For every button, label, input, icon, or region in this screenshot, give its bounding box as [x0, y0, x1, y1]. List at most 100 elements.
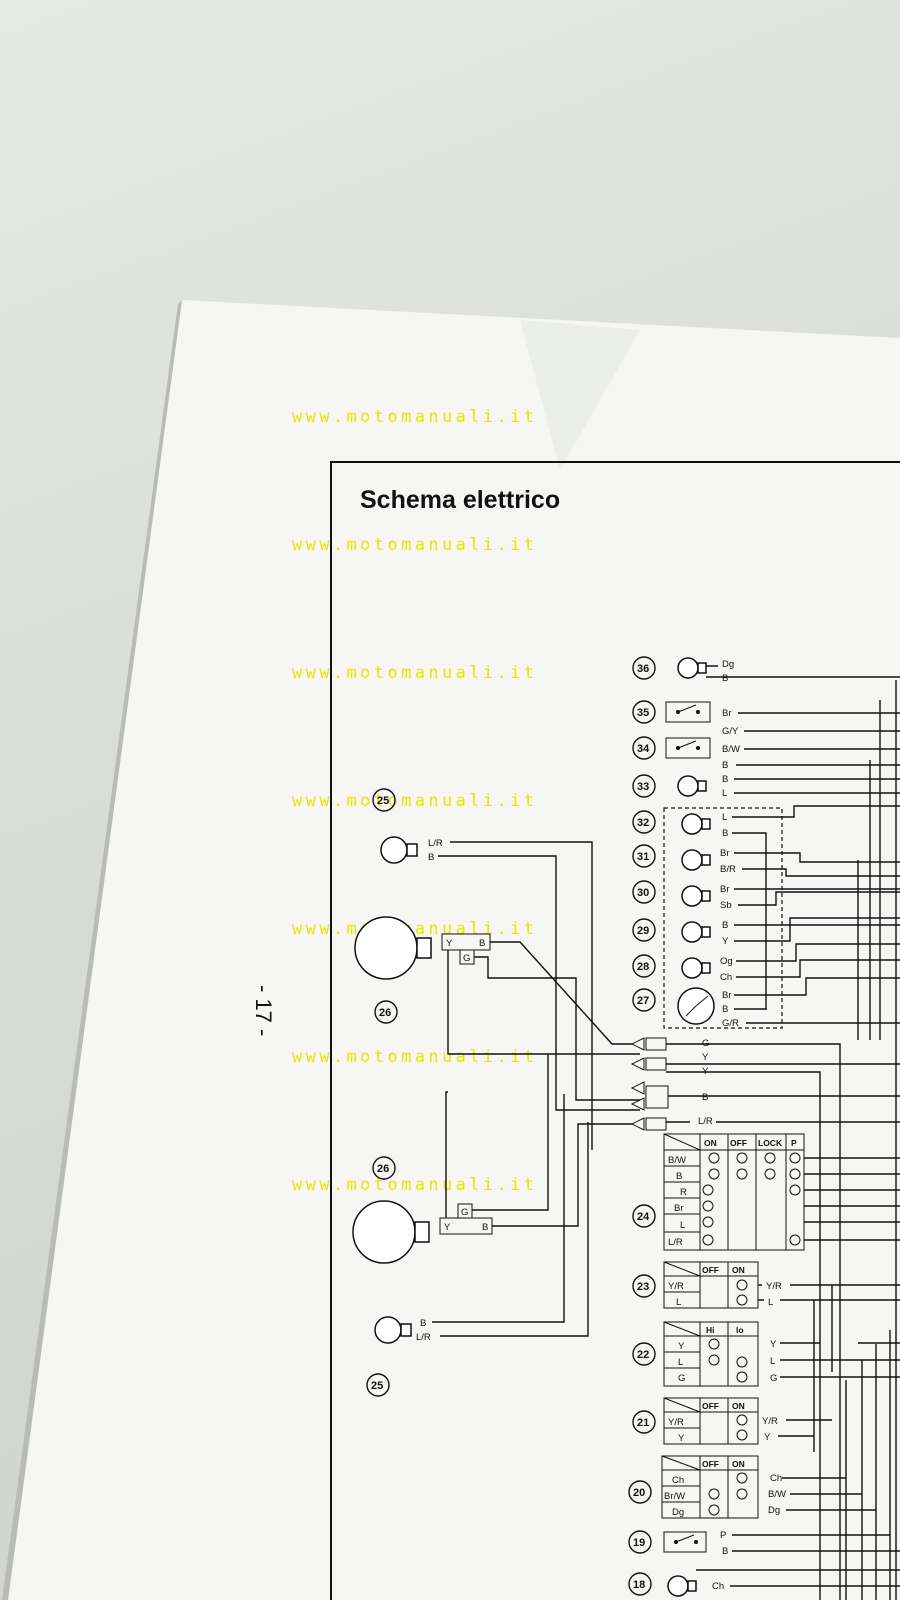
component-number: 34 [637, 743, 650, 755]
wire-label: Y [702, 1052, 709, 1063]
component-19: 19 P B [628, 1530, 900, 1557]
wire-label: Y [770, 1339, 777, 1350]
switch-header: OFF [702, 1459, 719, 1469]
switch-header: OFF [730, 1138, 747, 1148]
wire-label: Dg [722, 659, 734, 670]
switch-row: B [676, 1171, 682, 1182]
component-number: 26 [377, 1163, 389, 1175]
wire-label: B [722, 1546, 728, 1557]
component-number: 25 [371, 1380, 383, 1392]
watermark: www.motomanuali.it [292, 535, 537, 555]
switch-header: lo [736, 1325, 744, 1335]
wire-label: Br [720, 848, 730, 859]
wire-label: Og [720, 956, 733, 967]
component-number: 23 [637, 1281, 649, 1293]
switch-row: G [678, 1373, 685, 1384]
wire-label: Ch [712, 1581, 724, 1592]
connector-block: G Y Y B L/R [630, 1037, 900, 1600]
component-number: 19 [633, 1537, 645, 1549]
switch-header: OFF [702, 1265, 719, 1275]
wire-label: B [722, 774, 728, 785]
wire-label: B [420, 1318, 426, 1329]
wire-label: B/W [768, 1489, 786, 1500]
component-29: 29 B Y [632, 917, 900, 947]
watermark: www.motomanuali.it [292, 663, 537, 683]
switch-header: ON [732, 1401, 745, 1411]
headlamp-26-top: Y B G 26 [354, 916, 640, 1101]
switch-row: Y [678, 1433, 685, 1444]
switch-row: R [680, 1187, 687, 1198]
watermark: www.motomanuali.it [292, 791, 537, 811]
wire-label: L/R [698, 1116, 713, 1127]
headlamp-26-bottom: 26 G Y B [352, 1054, 632, 1264]
component-36: 36 Dg B [632, 656, 900, 684]
component-number: 28 [637, 961, 649, 973]
connector-pin: G [463, 953, 470, 964]
component-33: 33 B L [632, 774, 900, 799]
connector-pin: G [461, 1207, 468, 1218]
wire-label: B [722, 920, 728, 931]
switch-header: P [791, 1138, 797, 1148]
switch-20: OFF ON Ch Br/W Dg Ch B/W Dg 20 [628, 1455, 876, 1519]
component-number: 33 [637, 781, 649, 793]
component-number: 18 [633, 1579, 645, 1591]
component-number: 26 [379, 1007, 391, 1019]
switch-row: L/R [668, 1237, 683, 1248]
diagram-frame [330, 461, 900, 1600]
wire-label: Dg [768, 1505, 780, 1516]
bulb-25-top: 25 L/R B [372, 788, 640, 1150]
component-32: 32 L B [632, 805, 900, 1010]
meter-assembly-box [663, 807, 783, 1029]
page-number: - 17 - [251, 985, 276, 1036]
connector-pin: Y [446, 938, 453, 949]
connector-pin: B [482, 1222, 488, 1233]
diagram-title: Schema elettrico [360, 486, 560, 514]
wire-label: L [722, 812, 727, 823]
paper-shadow [2, 300, 182, 1600]
wire-label: Br [722, 990, 732, 1001]
component-number: 29 [637, 925, 649, 937]
switch-row: Br/W [664, 1491, 685, 1502]
switch-header: ON [732, 1265, 745, 1275]
component-number: 32 [637, 817, 649, 829]
component-number: 25 [377, 795, 389, 807]
wire-label: Ch [720, 972, 732, 983]
switch-header: Hi [706, 1325, 715, 1335]
wire-label: G/Y [722, 726, 739, 737]
bulb-25-bottom: B L/R 25 [366, 1094, 589, 1397]
switch-row: Y/R [668, 1281, 684, 1292]
wire-label: Ch [770, 1473, 782, 1484]
watermark: www.motomanuali.it [292, 407, 537, 427]
component-number: 22 [637, 1349, 649, 1361]
switch-row: Ch [672, 1475, 684, 1486]
connector-pin: Y [444, 1222, 451, 1233]
wire-label: Y/R [766, 1281, 782, 1292]
wire-label: L/R [416, 1332, 431, 1343]
component-number: 24 [637, 1211, 650, 1223]
component-18: 18 Ch [628, 1569, 900, 1597]
component-27: 27 Br B G/R [632, 977, 900, 1029]
wire-label: B/R [720, 864, 736, 875]
component-number: 20 [633, 1487, 645, 1499]
component-number: 35 [637, 707, 649, 719]
wire-label: B [722, 760, 728, 771]
wire-label: B [428, 852, 434, 863]
switch-23: OFF ON Y/R L Y/R L 23 [632, 1261, 900, 1452]
switch-header: ON [732, 1459, 745, 1469]
wire-bus [857, 680, 897, 1600]
wire-label: L [722, 788, 727, 799]
wire-label: Sb [720, 900, 732, 911]
switch-row: Dg [672, 1507, 684, 1518]
component-28: 28 Og Ch [632, 943, 900, 983]
watermark: www.motomanuali.it [292, 1047, 537, 1067]
wire-label: G [770, 1373, 777, 1384]
switch-row: Y [678, 1341, 685, 1352]
switch-row: L [676, 1297, 681, 1308]
wire-label: Y [722, 936, 729, 947]
watermark: www.motomanuali.it [292, 1175, 537, 1195]
switch-row: B/W [668, 1155, 686, 1166]
wire-label: L/R [428, 838, 443, 849]
wire-label: Br [722, 708, 732, 719]
switch-21: OFF ON Y/R Y Y/R Y 21 [632, 1330, 891, 1600]
component-number: 27 [637, 995, 649, 1007]
